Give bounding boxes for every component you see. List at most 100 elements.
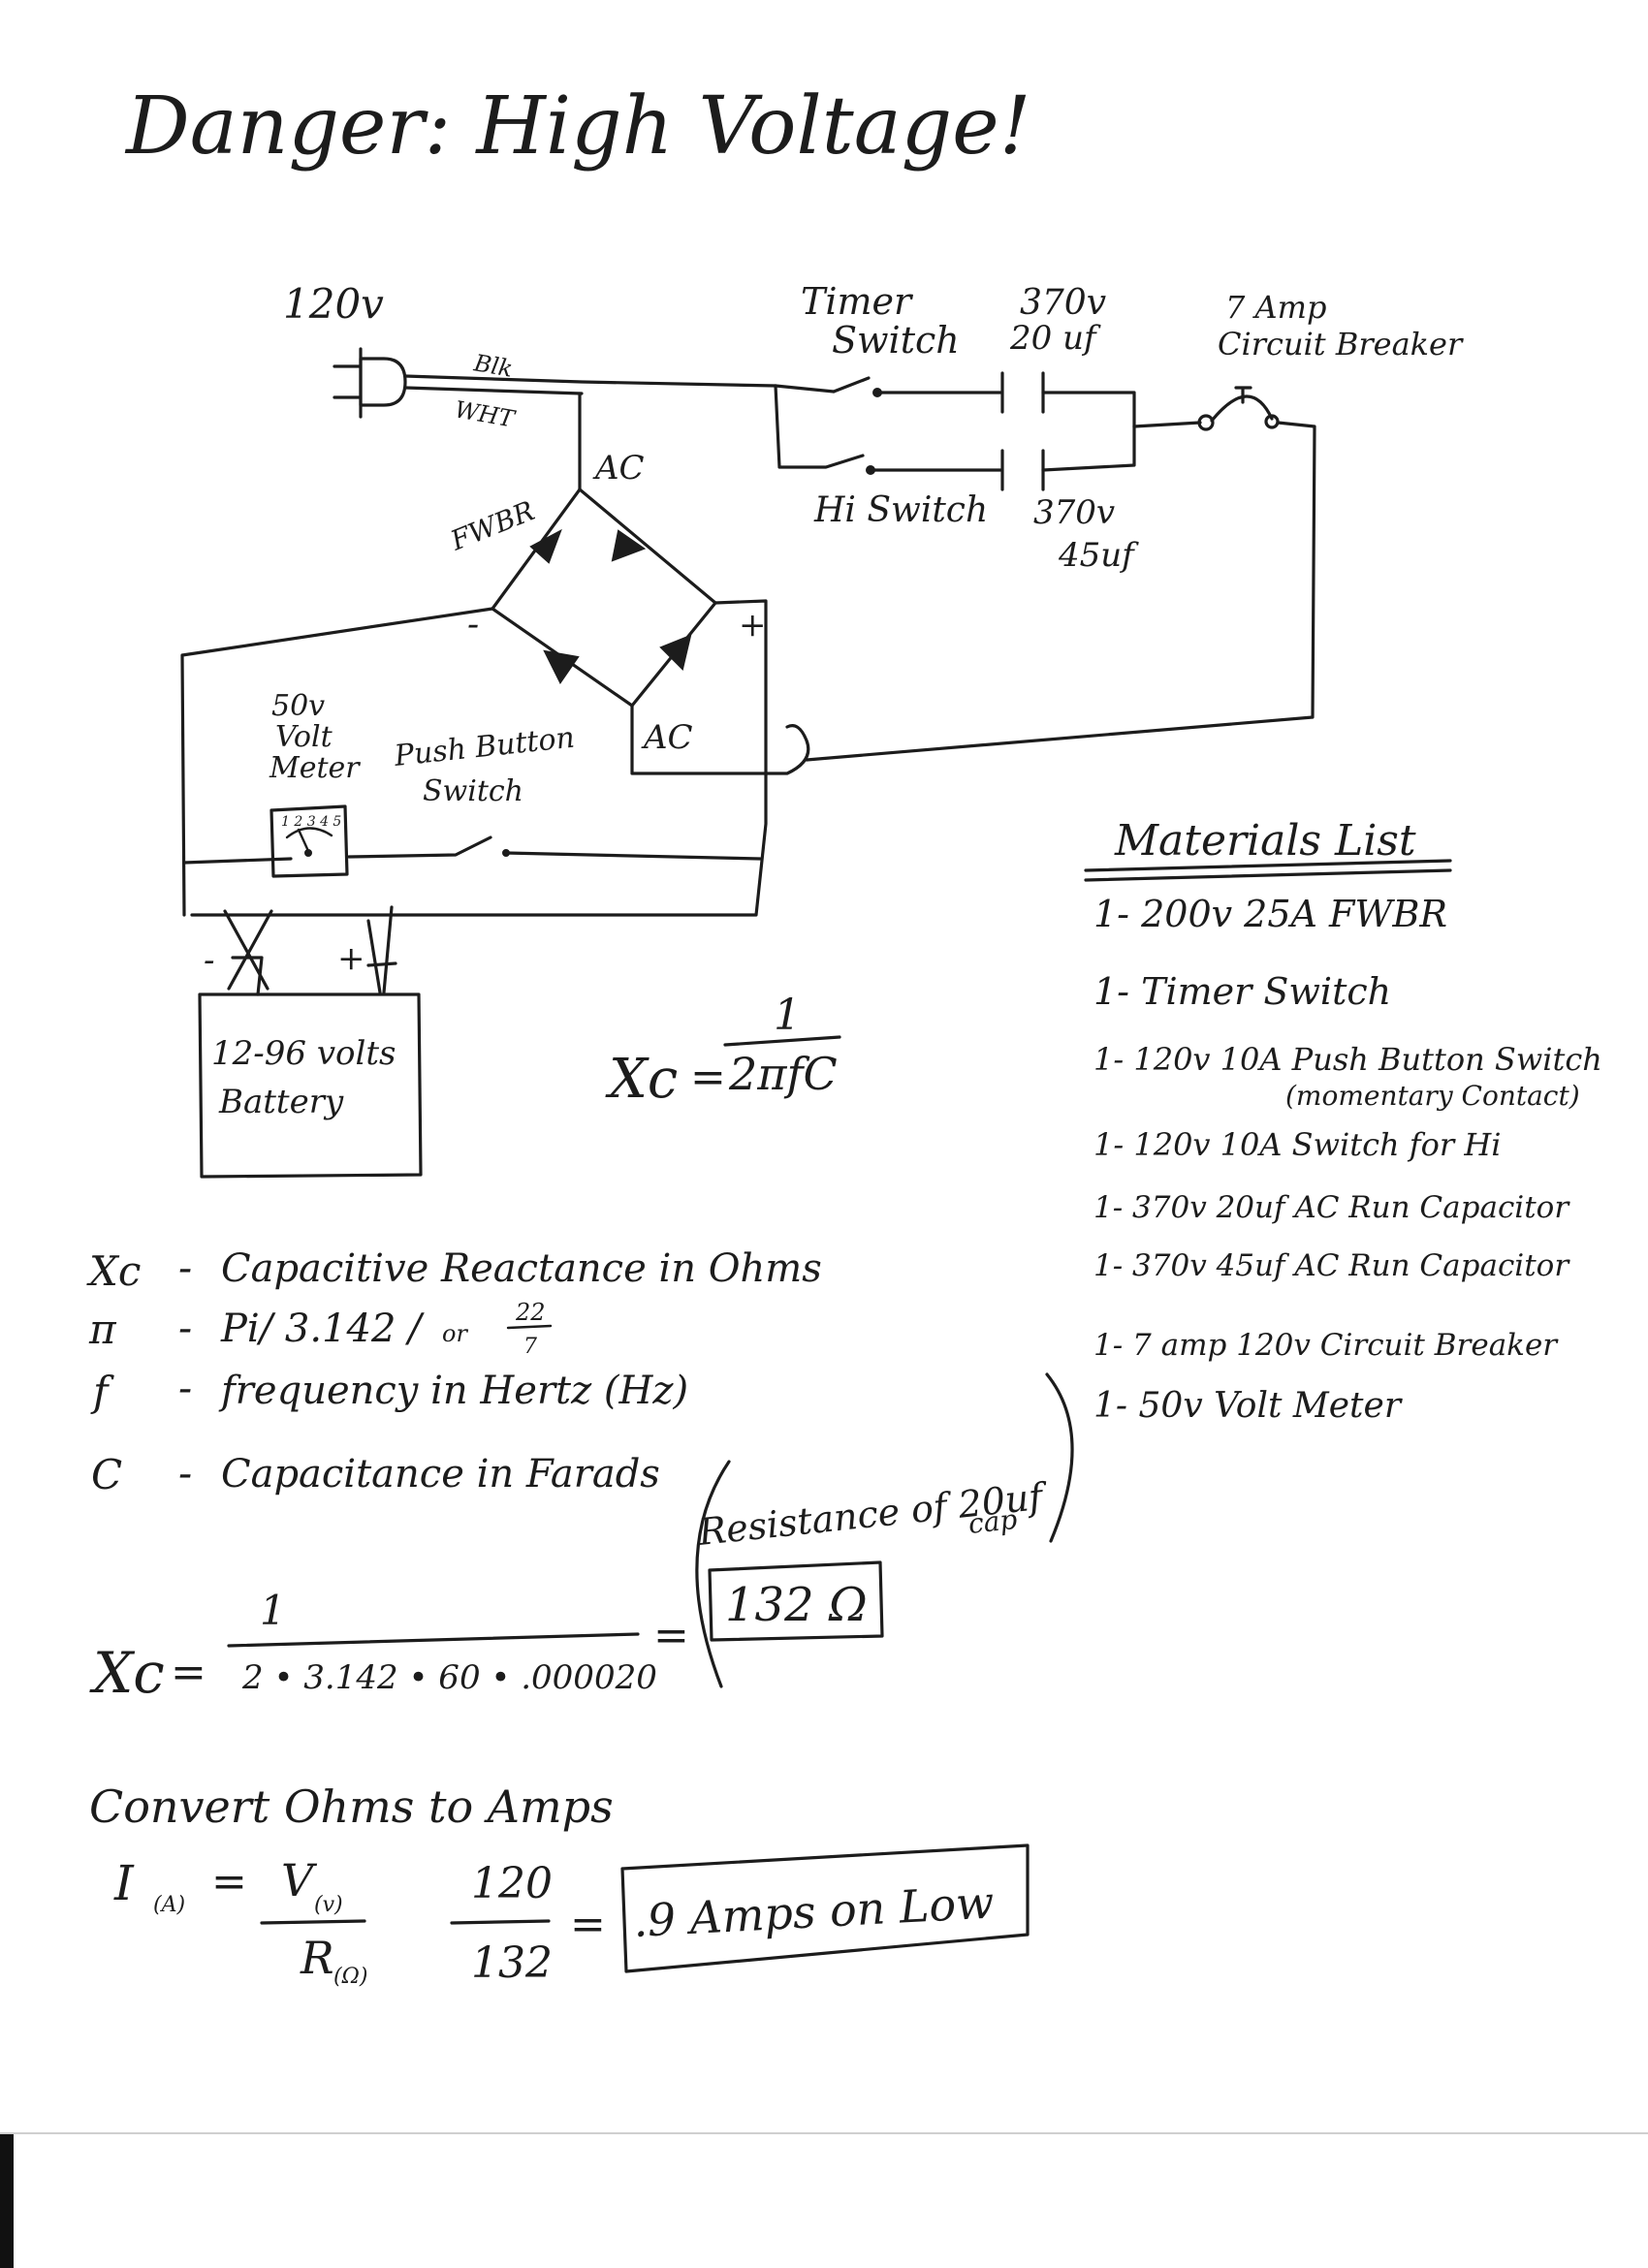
diode-icon — [529, 528, 562, 564]
ac-bottom-label: AC — [641, 718, 693, 757]
battery-plus-label: + — [337, 939, 365, 978]
push-button-label-2: Switch — [423, 774, 523, 808]
scan-left-edge — [0, 2134, 14, 2268]
wire-blk-label: Blk — [471, 349, 515, 383]
circuit-breaker-icon — [1197, 386, 1280, 431]
push-button-label-1: Push Button — [392, 721, 576, 773]
convert-heading: Convert Ohms to Amps — [89, 1780, 614, 1833]
formula-numerator: 1 — [774, 991, 801, 1040]
convert-result-box — [620, 1843, 1030, 1973]
scan-bottom-edge — [0, 2132, 1648, 2268]
diode-icon — [659, 634, 692, 671]
current-conversion: Convert Ohms to Amps I (A) = V (v) R (Ω)… — [89, 1780, 1030, 1989]
voltmeter-icon — [269, 804, 349, 878]
reactance-formula: Xc = 1 2πfC — [605, 991, 841, 1111]
convert-num: V — [281, 1854, 318, 1906]
battery-clamp-negative-icon — [223, 909, 273, 996]
timer-switch-label-2: Switch — [832, 319, 960, 362]
convert-den-2: 132 — [471, 1938, 553, 1988]
convert-lhs: I — [113, 1855, 135, 1911]
formula-denominator: 2πfC — [728, 1048, 838, 1100]
legend-sym-pi: π — [88, 1306, 117, 1353]
ac-top-label: AC — [592, 449, 645, 488]
calc-lhs: Xc — [89, 1640, 165, 1706]
voltmeter-label-3: Meter — [269, 751, 361, 785]
diode-icon — [611, 529, 647, 562]
calc-result-box — [708, 1560, 884, 1642]
battery-icon — [198, 992, 423, 1179]
capacitor-20uf-icon — [1000, 371, 1136, 428]
voltmeter-label-1: 50v — [271, 689, 325, 723]
calc-equals-2: = — [653, 1611, 689, 1660]
cap-45-value-label: 45uf — [1058, 536, 1139, 575]
page-title: Danger: High Voltage! — [124, 80, 1031, 173]
formula-lhs: Xc — [605, 1048, 678, 1111]
materials-heading: Materials List — [1114, 816, 1416, 866]
material-item: 1- 7 amp 120v Circuit Breaker — [1093, 1328, 1559, 1363]
calc-result: 132 Ω — [725, 1578, 868, 1632]
legend-frac-den: 7 — [523, 1335, 537, 1359]
legend-desc-pi: Pi/ 3.142 / — [220, 1307, 425, 1351]
legend-sym-f: f — [90, 1368, 114, 1415]
paper-sheet: Danger: High Voltage! — [86, 80, 1602, 1989]
convert-den-sub: (Ω) — [333, 1965, 367, 1989]
legend-dash: - — [178, 1364, 192, 1411]
plug-icon — [359, 357, 407, 407]
calc-bracket-right — [1045, 1372, 1074, 1543]
legend-sym-c: C — [91, 1451, 122, 1498]
breaker-name-label: Circuit Breaker — [1218, 326, 1464, 362]
symbol-legend: Xc - Capacitive Reactance in Ohms π - Pi… — [86, 1244, 822, 1498]
cap-20-voltage-label: 370v — [1020, 283, 1106, 323]
material-item: 1- 370v 45uf AC Run Capacitor — [1093, 1248, 1570, 1283]
material-item: (momentary Contact) — [1285, 1080, 1580, 1112]
meter-scale-label: 1 2 3 4 5 — [281, 814, 341, 830]
cap-45-voltage-label: 370v — [1033, 493, 1115, 532]
battery-name-label: Battery — [218, 1083, 344, 1121]
battery-minus-label: - — [204, 941, 215, 980]
diode-icon — [543, 649, 580, 684]
legend-dash: - — [178, 1304, 192, 1351]
convert-equals: = — [211, 1857, 247, 1906]
convert-equals-2: = — [570, 1900, 606, 1949]
calc-numerator: 1 — [260, 1587, 286, 1634]
legend-sym-xc: Xc — [86, 1247, 141, 1295]
bridge-plus-label: + — [739, 606, 767, 645]
voltmeter-label-2: Volt — [275, 720, 333, 754]
convert-num-sub: (v) — [314, 1893, 343, 1917]
reactance-calculation: Xc = 1 2 • 3.142 • 60 • .000020 = Resist… — [89, 1372, 1074, 1706]
legend-desc-f: frequency in Hertz (Hz) — [218, 1369, 688, 1413]
calc-bracket-left — [695, 1460, 731, 1688]
calc-note-2: cap — [967, 1503, 1019, 1540]
bridge-label: FWBR — [445, 494, 539, 557]
materials-list: Materials List 1- 200v 25A FWBR 1- Timer… — [1084, 816, 1602, 1426]
bridge-minus-label: - — [467, 605, 479, 645]
material-item: 1- 120v 10A Push Button Switch — [1093, 1041, 1602, 1078]
battery-clamp-positive-icon — [366, 905, 397, 994]
circuit-drawing: Danger: High Voltage! — [86, 80, 1602, 1989]
convert-den: R — [300, 1932, 334, 1984]
convert-lhs-sub: (A) — [153, 1893, 185, 1917]
legend-or: or — [442, 1320, 468, 1347]
material-item: 1- 370v 20uf AC Run Capacitor — [1093, 1190, 1570, 1225]
breaker-rating-label: 7 Amp — [1225, 289, 1326, 326]
legend-frac-num: 22 — [515, 1299, 546, 1326]
capacitor-45uf-icon — [1000, 425, 1136, 491]
supply-voltage-label: 120v — [283, 280, 384, 328]
hi-switch-label: Hi Switch — [813, 490, 988, 530]
legend-desc-c: Capacitance in Farads — [221, 1452, 660, 1496]
legend-dash: - — [178, 1449, 192, 1496]
battery-voltage-label: 12-96 volts — [211, 1034, 396, 1073]
circuit-wires — [180, 347, 1316, 1179]
convert-result: .9 Amps on Low — [632, 1876, 996, 1947]
bridge-rectifier — [491, 488, 717, 708]
material-item: 1- 200v 25A FWBR — [1093, 893, 1447, 935]
material-item: 1- 120v 10A Switch for Hi — [1093, 1126, 1502, 1163]
material-item: 1- Timer Switch — [1093, 970, 1391, 1013]
wire-wht-label: WHT — [453, 395, 518, 433]
convert-num-2: 120 — [471, 1859, 553, 1908]
formula-equals: = — [690, 1053, 726, 1102]
calc-denominator: 2 • 3.142 • 60 • .000020 — [241, 1658, 657, 1697]
legend-desc-xc: Capacitive Reactance in Ohms — [221, 1246, 822, 1291]
cap-20-value-label: 20 uf — [1009, 319, 1101, 358]
legend-dash: - — [178, 1244, 192, 1291]
